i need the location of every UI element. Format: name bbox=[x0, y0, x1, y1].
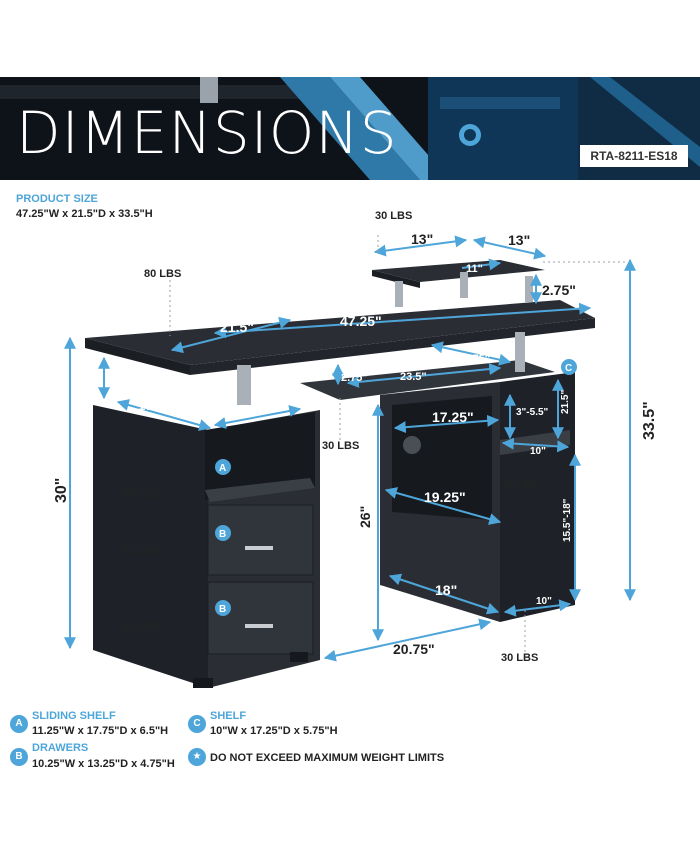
product-size-value: 47.25"W x 21.5"D x 33.5"H bbox=[16, 208, 153, 220]
badge-c-marker bbox=[561, 359, 577, 375]
dim-knee-width: 20.75" bbox=[393, 641, 435, 657]
weight-bottom: 30 LBS bbox=[501, 652, 538, 664]
badge-a-marker bbox=[215, 459, 231, 475]
dim-height-total: 33.5" bbox=[641, 401, 658, 440]
badge-a-diagram: A bbox=[219, 463, 226, 474]
dim-height-desk: 30" bbox=[53, 478, 70, 503]
legend-c-value: 10"W x 17.25"D x 5.75"H bbox=[210, 725, 338, 737]
legend-note: DO NOT EXCEED MAXIMUM WEIGHT LIMITS bbox=[210, 752, 445, 764]
leader-lines bbox=[169, 235, 625, 652]
weight-top-shelf: 30 LBS bbox=[375, 210, 412, 222]
legend-c-title: SHELF bbox=[210, 710, 247, 722]
dim-desk-depth: 21.5" bbox=[220, 319, 254, 335]
dim-right-d: 17.25" bbox=[432, 409, 474, 425]
weight-left-open: 30 LBS bbox=[122, 488, 159, 500]
dim-cabinet-inner-h: 15.5"-18" bbox=[562, 498, 573, 542]
dim-cpu-shelf-d: 21.5" bbox=[560, 390, 571, 414]
dim-shelf-top-w: 13" bbox=[411, 231, 433, 247]
dim-left-gap: 5.75" bbox=[110, 371, 141, 386]
dim-cabinet-inner-w: 19.25" bbox=[424, 489, 466, 505]
badge-c-diagram: C bbox=[565, 363, 572, 374]
legend-a-value: 11.25"W x 17.75"D x 6.5"H bbox=[32, 725, 169, 737]
dim-left-w: 13.75" bbox=[192, 404, 231, 419]
dimension-lines bbox=[64, 235, 636, 662]
banner-background bbox=[0, 77, 700, 180]
dim-shelf-top-inner: 11" bbox=[466, 263, 483, 275]
dim-shelf-top-d: 13" bbox=[508, 232, 530, 248]
dim-shelf-riser: 2.75" bbox=[542, 282, 576, 298]
legend-a-title: SLIDING SHELF bbox=[32, 710, 116, 722]
legend-badge-star: ★ bbox=[188, 748, 206, 766]
dim-cabinet-bottom-d: 10" bbox=[536, 596, 552, 607]
dim-cpu-shelf-w: 10" bbox=[530, 446, 546, 457]
product-size-heading: PRODUCT SIZE bbox=[16, 193, 98, 205]
legend-badge-a: A bbox=[10, 715, 28, 733]
dim-left-d: 17.25" bbox=[138, 398, 177, 413]
badge-b1-marker bbox=[215, 525, 231, 541]
page-title: DIMENSIONS bbox=[16, 99, 398, 167]
weight-drawer-2: 30 LBS bbox=[122, 621, 159, 633]
dimensions-banner bbox=[0, 77, 700, 180]
badge-b2-marker bbox=[215, 600, 231, 616]
dim-tray-w: 23.5" bbox=[400, 371, 427, 383]
dim-tray-depth: 11.75" bbox=[458, 353, 490, 365]
legend-badge-c: C bbox=[188, 715, 206, 733]
dim-cabinet-bottom-w: 18" bbox=[435, 582, 457, 598]
weight-drawer-1: 30 LBS bbox=[122, 545, 159, 557]
badge-b1-diagram: B bbox=[219, 529, 226, 540]
sku-label: RTA-8211-ES18 bbox=[580, 145, 688, 167]
weight-desk: 80 LBS bbox=[144, 268, 181, 280]
legend-b-value: 10.25"W x 13.25"D x 4.75"H bbox=[32, 758, 175, 770]
dim-tray-h: 2.75" bbox=[341, 372, 368, 384]
legend-badge-b: B bbox=[10, 748, 28, 766]
legend-b-title: DRAWERS bbox=[32, 742, 89, 754]
badge-b2-diagram: B bbox=[219, 604, 226, 615]
dim-height-knee: 26" bbox=[357, 506, 373, 528]
weight-cpu-shelf: 30 LBS bbox=[501, 479, 538, 491]
dim-cpu-shelf-h: 3"-5.5" bbox=[516, 407, 549, 418]
weight-tray: 30 LBS bbox=[322, 440, 359, 452]
dim-desk-width: 47.25" bbox=[340, 313, 382, 329]
